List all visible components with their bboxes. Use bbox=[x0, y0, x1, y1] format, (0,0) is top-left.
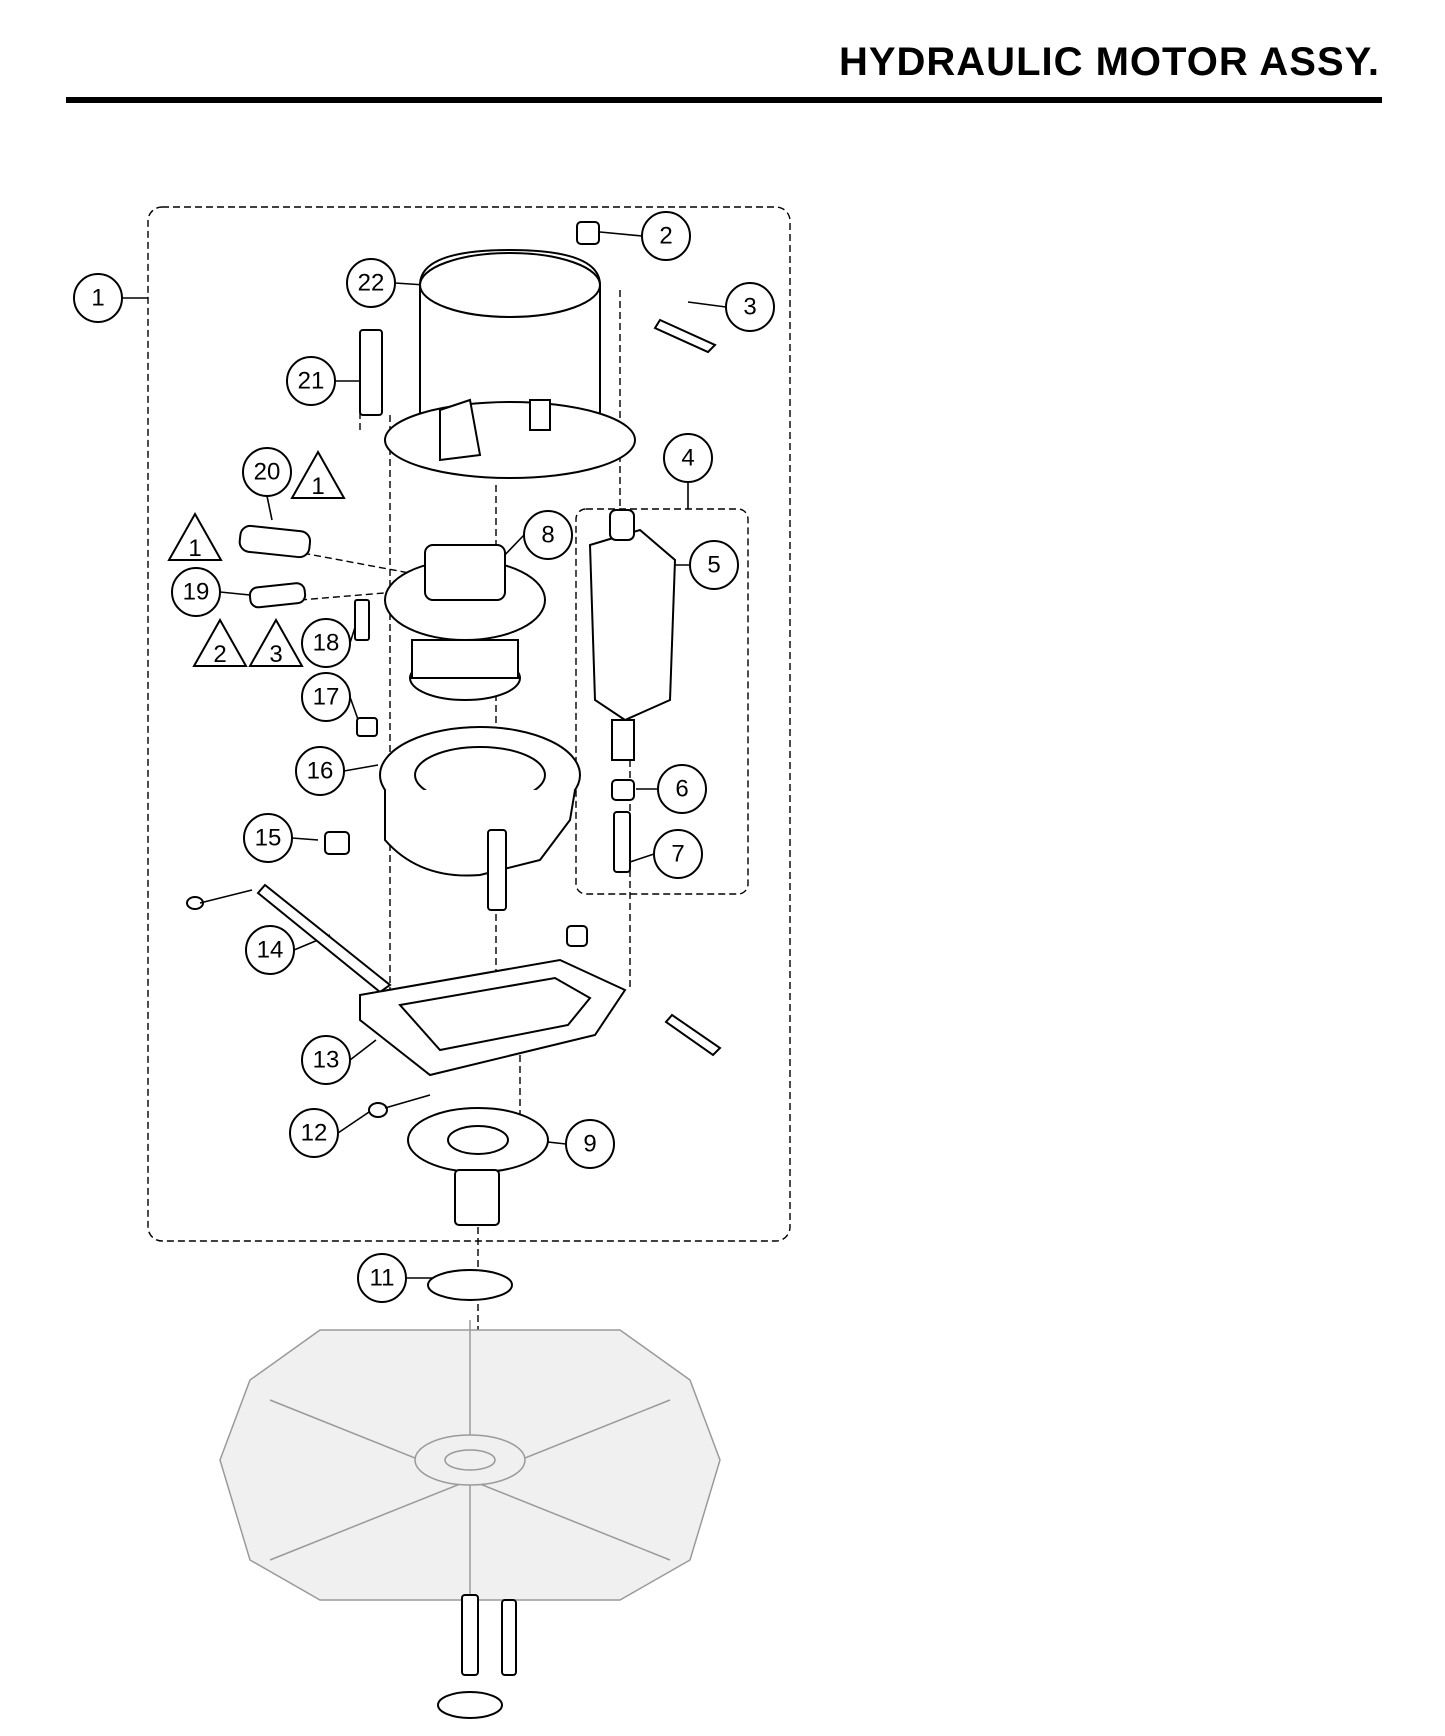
callout-7: 7 bbox=[653, 829, 703, 879]
bolt-mount bbox=[487, 829, 507, 911]
callout-label: 11 bbox=[370, 1265, 395, 1292]
callout-12: 12 bbox=[289, 1108, 339, 1158]
callout-16: 16 bbox=[295, 746, 345, 796]
bolt-frame bbox=[664, 1013, 722, 1057]
nut-frame bbox=[566, 925, 588, 947]
callout-2: 2 bbox=[641, 211, 691, 261]
bolt-18 bbox=[354, 599, 370, 641]
callout-label: 19 bbox=[183, 579, 210, 606]
mount-ring-16 bbox=[379, 726, 581, 877]
callout-label: 9 bbox=[583, 1131, 596, 1158]
callout-label: 14 bbox=[257, 937, 284, 964]
bolt-21 bbox=[359, 329, 383, 416]
callout-label: 5 bbox=[707, 552, 720, 579]
callout-label: 21 bbox=[298, 368, 325, 395]
note-label: 3 bbox=[269, 641, 282, 668]
callout-label: 17 bbox=[313, 684, 340, 711]
callout-21: 21 bbox=[286, 356, 336, 406]
note-triangle-1: 1 bbox=[167, 511, 223, 562]
bolt-3 bbox=[653, 318, 717, 354]
callout-label: 7 bbox=[671, 841, 684, 868]
callout-label: 15 bbox=[255, 825, 282, 852]
callout-22: 22 bbox=[346, 258, 396, 308]
callout-14: 14 bbox=[245, 925, 295, 975]
hub-9 bbox=[407, 1107, 549, 1226]
note-triangle-3: 3 bbox=[248, 617, 304, 668]
callout-label: 13 bbox=[313, 1047, 340, 1074]
callout-label: 20 bbox=[254, 459, 281, 486]
callout-label: 4 bbox=[681, 445, 694, 472]
callout-6: 6 bbox=[657, 764, 707, 814]
note-label: 1 bbox=[188, 535, 201, 562]
bolt-lower-1 bbox=[461, 1594, 479, 1676]
rod-end-7 bbox=[613, 811, 631, 873]
callout-19: 19 bbox=[171, 567, 221, 617]
note-label: 1 bbox=[311, 473, 324, 500]
o-ring-11 bbox=[427, 1269, 513, 1301]
callout-11: 11 bbox=[357, 1253, 407, 1303]
callout-3: 3 bbox=[725, 282, 775, 332]
callout-label: 6 bbox=[675, 776, 688, 803]
callout-17: 17 bbox=[301, 672, 351, 722]
brush-deck bbox=[219, 1320, 721, 1610]
actuator-5 bbox=[588, 509, 677, 761]
nut-17 bbox=[356, 717, 378, 737]
callout-1: 1 bbox=[73, 273, 123, 323]
callout-label: 16 bbox=[307, 758, 334, 785]
fitting-19 bbox=[248, 582, 307, 609]
assembly-boundary bbox=[147, 206, 791, 1242]
title-rule bbox=[66, 97, 1382, 103]
callout-5: 5 bbox=[689, 540, 739, 590]
note-label: 2 bbox=[213, 641, 226, 668]
callout-label: 8 bbox=[541, 522, 554, 549]
callout-9: 9 bbox=[565, 1119, 615, 1169]
bolt-lower-2 bbox=[501, 1599, 517, 1676]
callout-label: 12 bbox=[301, 1120, 328, 1147]
o-ring-lower bbox=[437, 1691, 503, 1719]
nut-15 bbox=[324, 831, 350, 855]
note-triangle-2: 2 bbox=[192, 617, 248, 668]
callout-15: 15 bbox=[243, 813, 293, 863]
note-triangle-1: 1 bbox=[290, 449, 346, 500]
callout-label: 18 bbox=[313, 630, 340, 657]
fitting-20 bbox=[238, 524, 312, 559]
nut-2 bbox=[576, 221, 600, 245]
hydraulic-motor-8 bbox=[384, 544, 546, 701]
page-title: HYDRAULIC MOTOR ASSY. bbox=[838, 40, 1380, 84]
frame-13 bbox=[359, 958, 627, 1077]
housing-22 bbox=[384, 248, 636, 479]
callout-8: 8 bbox=[523, 510, 573, 560]
callout-label: 2 bbox=[659, 223, 672, 250]
callout-label: 22 bbox=[358, 270, 385, 297]
callout-4: 4 bbox=[663, 433, 713, 483]
nut-6 bbox=[611, 779, 635, 801]
callout-13: 13 bbox=[301, 1035, 351, 1085]
callout-label: 1 bbox=[91, 285, 104, 312]
callout-18: 18 bbox=[301, 618, 351, 668]
cotter-pin-12 bbox=[368, 1102, 388, 1118]
callout-label: 3 bbox=[743, 294, 756, 321]
callout-20: 20 bbox=[242, 447, 292, 497]
